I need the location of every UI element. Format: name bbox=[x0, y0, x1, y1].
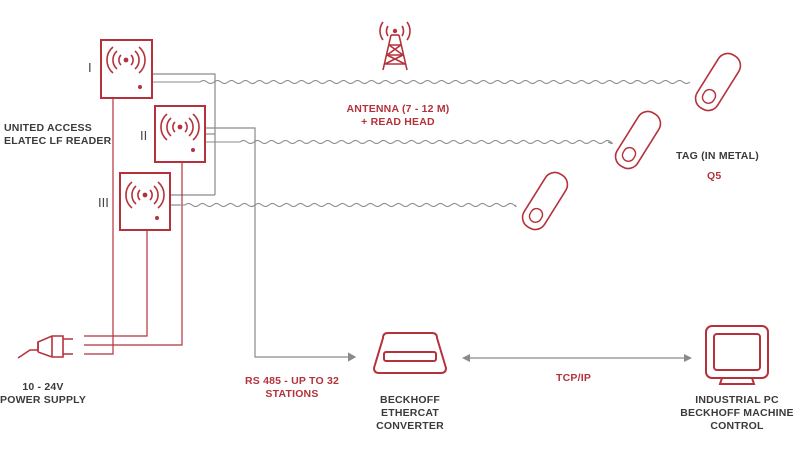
converter-label-line2: ETHERCAT bbox=[381, 407, 439, 419]
rfid-wave-icon bbox=[160, 113, 200, 141]
power-plug-icon bbox=[17, 335, 73, 359]
tag-icon bbox=[521, 171, 569, 231]
converter-label-line3: CONVERTER bbox=[376, 420, 444, 432]
antenna-label-line1: ANTENNA (7 - 12 M) bbox=[346, 103, 450, 115]
reader-box-3 bbox=[119, 172, 171, 231]
reader-label: UNITED ACCESS ELATEC LF READER bbox=[4, 122, 111, 148]
converter-label-line1: BECKHOFF bbox=[380, 394, 440, 406]
reader-number-2: II bbox=[140, 128, 148, 143]
tcpip-label: TCP/IP bbox=[556, 372, 592, 384]
tag-icon bbox=[614, 110, 662, 170]
pc-label-line1: INDUSTRIAL PC bbox=[695, 394, 779, 406]
power-label-line1: 10 - 24V bbox=[22, 381, 64, 393]
converter-label: BECKHOFF ETHERCAT CONVERTER bbox=[360, 394, 460, 433]
antenna-label-line2: + READ HEAD bbox=[361, 116, 435, 128]
converter-icon bbox=[372, 332, 448, 374]
bus-label: RS 485 - UP TO 32 STATIONS bbox=[240, 375, 344, 401]
rfid-wave-icon bbox=[106, 46, 146, 74]
radio-tower-icon bbox=[379, 21, 411, 71]
tag-label: TAG (IN METAL) bbox=[676, 150, 759, 162]
rfid-wave-icon bbox=[125, 181, 165, 209]
bus-label-line1: RS 485 - UP TO 32 bbox=[244, 375, 340, 387]
reader-box-1 bbox=[100, 39, 153, 99]
power-label-line2: POWER SUPPLY bbox=[0, 394, 87, 406]
tag-model: Q5 bbox=[707, 170, 722, 182]
reader-number-3: III bbox=[98, 195, 109, 210]
reader-label-line1: UNITED ACCESS bbox=[4, 122, 92, 134]
power-label: 10 - 24V POWER SUPPLY bbox=[0, 381, 86, 407]
double-arrow-icon bbox=[462, 354, 692, 362]
pc-label-line3: CONTROL bbox=[710, 420, 764, 432]
antenna-label: ANTENNA (7 - 12 M) + READ HEAD bbox=[341, 103, 455, 129]
pc-label: INDUSTRIAL PC BECKHOFF MACHINE CONTROL bbox=[672, 394, 800, 433]
tag-icon bbox=[694, 52, 742, 112]
monitor-icon bbox=[705, 325, 769, 385]
reader-label-line2: ELATEC LF READER bbox=[4, 135, 112, 147]
bus-label-line2: STATIONS bbox=[265, 388, 319, 400]
antenna-waves bbox=[152, 79, 691, 208]
power-wiring bbox=[84, 98, 183, 355]
reader-number-1: I bbox=[88, 60, 92, 75]
pc-label-line2: BECKHOFF MACHINE bbox=[680, 407, 794, 419]
reader-box-2 bbox=[154, 105, 206, 163]
